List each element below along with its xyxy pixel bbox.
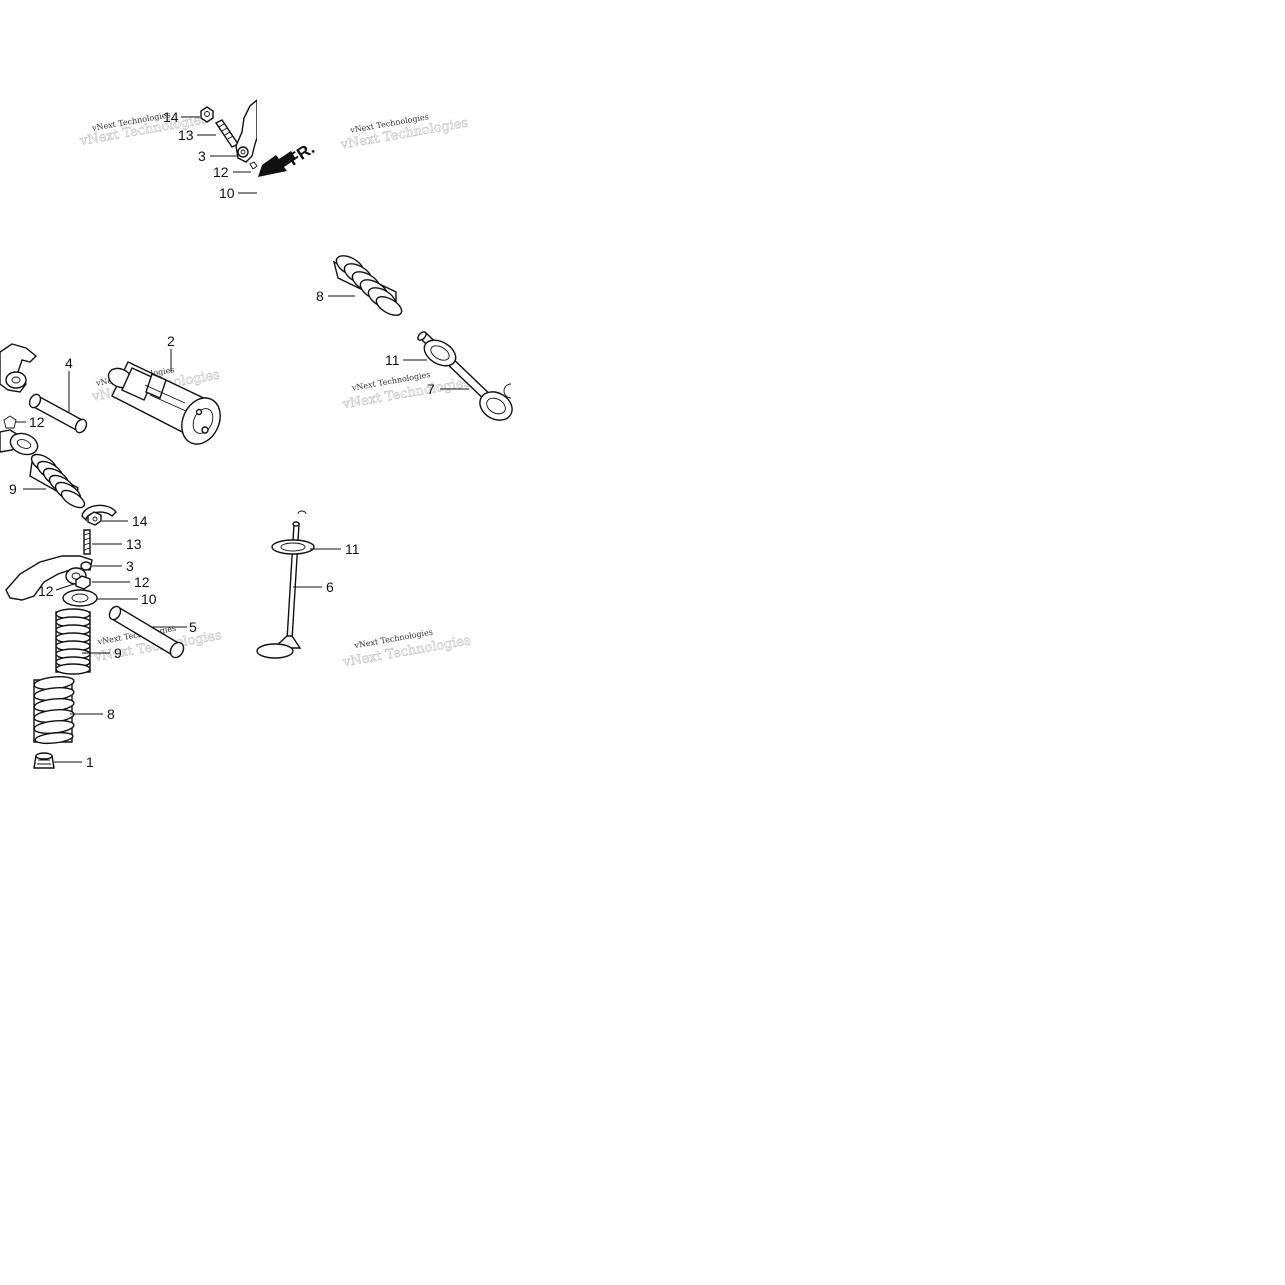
crop-mask <box>257 90 269 160</box>
callout-3-mid: 3 <box>126 558 134 574</box>
valve-seal-part <box>33 752 55 769</box>
watermark-6: vNext Technologies vNext Technologies <box>341 628 472 671</box>
callout-12: 12 <box>213 164 229 180</box>
callout-10: 10 <box>219 185 235 201</box>
nut-part <box>200 106 214 123</box>
watermark-2: vNext Technologies vNext Technologies <box>338 112 469 153</box>
rocker-arm-part <box>235 98 258 170</box>
inner-spring-part-lower <box>55 608 91 675</box>
outer-spring-part-lower <box>33 675 75 745</box>
watermark-4: vNext Technologies vNext Technologies <box>340 370 471 413</box>
callout-5: 5 <box>189 619 197 635</box>
callout-9-low: 9 <box>114 645 122 661</box>
callout-13-mid: 13 <box>126 536 142 552</box>
callout-12-mid: 12 <box>29 414 45 430</box>
front-arrow-label: FR. <box>285 139 318 170</box>
lower-rocker-assembly <box>5 504 117 607</box>
callout-3: 3 <box>198 148 206 164</box>
front-arrow-icon <box>258 151 296 177</box>
exhaust-valve-part <box>256 510 315 659</box>
callout-12-mid-left: 12 <box>38 583 54 599</box>
callout-11-low: 11 <box>345 541 360 557</box>
callout-14-mid: 14 <box>132 513 148 529</box>
rocker-arm-part-left <box>0 343 39 456</box>
callout-2: 2 <box>167 333 175 349</box>
callout-7: 7 <box>427 381 435 397</box>
callout-9-mid: 9 <box>9 481 17 497</box>
intake-valve-part <box>417 331 513 421</box>
adjusting-screw-part <box>214 119 240 148</box>
callout-12-mid-right: 12 <box>134 574 150 590</box>
rocker-shaft-part-lower <box>108 605 185 659</box>
callout-13: 13 <box>178 127 194 143</box>
rocker-shaft-part <box>28 393 88 434</box>
callout-8-upper: 8 <box>316 288 324 304</box>
camshaft-part <box>107 361 221 445</box>
callout-11-upper: 11 <box>385 352 400 368</box>
callout-10-mid: 10 <box>141 591 157 607</box>
inner-spring-part <box>29 453 86 509</box>
callout-6: 6 <box>326 579 334 595</box>
outer-spring-part <box>332 255 403 316</box>
callout-1: 1 <box>86 754 94 770</box>
callout-8-low: 8 <box>107 706 115 722</box>
callout-4: 4 <box>65 355 73 371</box>
callout-14: 14 <box>163 109 179 125</box>
